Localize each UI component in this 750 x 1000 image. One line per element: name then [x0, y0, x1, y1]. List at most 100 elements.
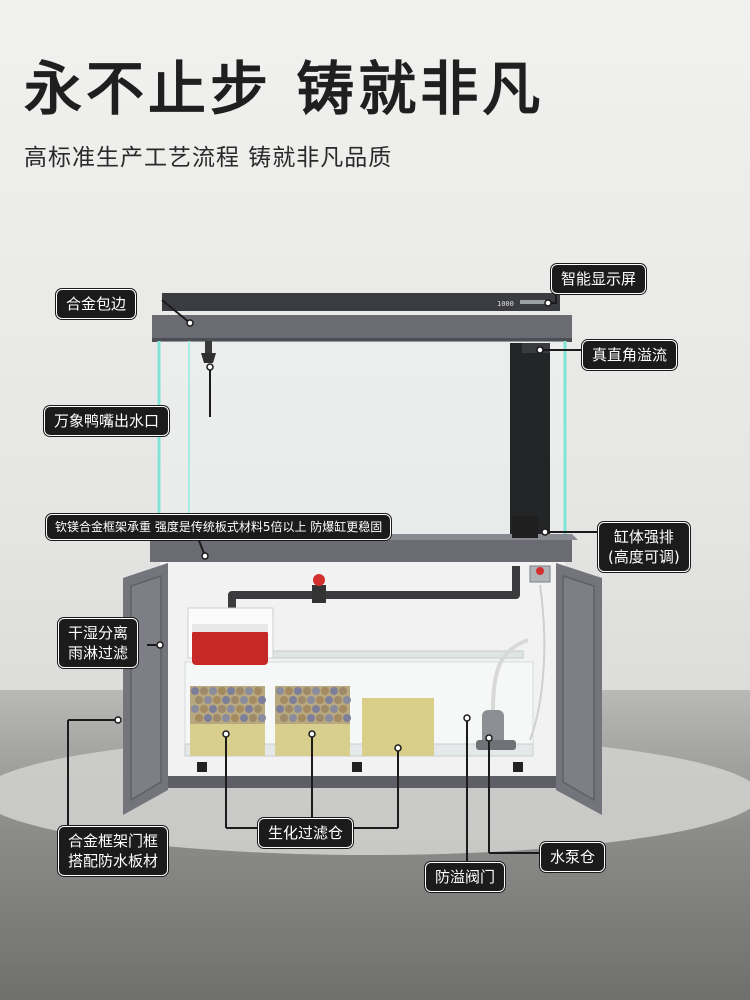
sump-lower-plate	[184, 743, 534, 757]
bio-ball	[231, 714, 239, 722]
bio-ball	[285, 705, 293, 713]
bio-ball	[343, 714, 351, 722]
bio-ball	[204, 714, 212, 722]
bio-ball	[330, 705, 338, 713]
duck-outlet-nozzle	[201, 353, 216, 363]
bio-ball	[276, 687, 284, 695]
bio-ball	[325, 714, 333, 722]
bio-ball	[191, 705, 199, 713]
bio-ball	[200, 705, 208, 713]
bio-ball	[339, 687, 347, 695]
tank-lid-shadow	[152, 338, 572, 342]
drain-outlet-box	[512, 516, 538, 538]
dry-wet-filter-cap	[192, 624, 268, 632]
bio-ball	[307, 714, 315, 722]
bio-ball	[218, 687, 226, 695]
bio-ball	[307, 696, 315, 704]
bio-ball	[330, 687, 338, 695]
foot-left	[197, 762, 207, 772]
display-readout: 1000	[497, 300, 514, 308]
bio-ball	[240, 714, 248, 722]
bio-ball	[240, 696, 248, 704]
bio-ball	[236, 705, 244, 713]
label-forced-drain-line2: (高度可调)	[608, 548, 680, 566]
overflow-column	[510, 343, 550, 535]
foot-mid-left	[352, 762, 362, 772]
bio-ball	[204, 696, 212, 704]
label-smart-display: 智能显示屏	[551, 264, 647, 294]
label-overflow: 真直角溢流	[582, 340, 678, 370]
subline: 高标准生产工艺流程 铸就非凡品质	[24, 145, 393, 171]
label-dry-wet-line1: 干湿分离	[68, 624, 129, 642]
bio-ball	[276, 705, 284, 713]
label-door-frame-line1: 合金框架门框	[68, 832, 159, 850]
bio-ball	[280, 714, 288, 722]
bio-ball	[321, 705, 329, 713]
bio-ball	[303, 687, 311, 695]
pipe-valve-handle	[313, 574, 325, 586]
bio-ball	[339, 705, 347, 713]
bio-ball	[289, 714, 297, 722]
drain-valve-knob	[536, 567, 544, 575]
label-frame-note: 钦镁合金框架承重 强度是传统板式材料5倍以上 防爆缸更稳固	[46, 514, 392, 540]
return-pipe	[228, 566, 520, 610]
leader-dots	[114, 299, 552, 752]
label-pump: 水泵仓	[540, 842, 606, 872]
label-bio-filter: 生化过滤仓	[258, 818, 354, 848]
bio-ball	[249, 696, 257, 704]
display-indicator	[520, 300, 550, 304]
bio-ball	[280, 696, 288, 704]
label-alloy-edge: 合金包边	[56, 289, 137, 319]
bio-ball	[231, 696, 239, 704]
bio-ball	[218, 705, 226, 713]
label-door-frame-line2: 搭配防水板材	[68, 852, 159, 870]
label-valve: 防溢阀门	[425, 862, 506, 892]
bio-ball	[334, 696, 342, 704]
bio-ball	[325, 696, 333, 704]
bio-ball	[209, 705, 217, 713]
label-duck-outlet: 万象鸭嘴出水口	[44, 406, 170, 436]
bio-ball	[200, 687, 208, 695]
cabinet-door-right-panel	[562, 574, 595, 802]
bio-ball	[227, 705, 235, 713]
bio-ball	[245, 705, 253, 713]
label-door-frame: 合金框架门框 搭配防水板材	[58, 826, 169, 876]
bio-ball	[195, 714, 203, 722]
label-forced-drain: 缸体强排 (高度可调)	[598, 522, 690, 572]
cable	[529, 584, 546, 741]
bio-ball	[321, 687, 329, 695]
bio-ball	[303, 705, 311, 713]
headline: 永不止步 铸就非凡	[24, 55, 545, 123]
label-dry-wet-line2: 雨淋过滤	[68, 644, 129, 662]
bio-ball	[258, 714, 266, 722]
label-dry-wet-filter: 干湿分离 雨淋过滤	[58, 618, 139, 668]
bio-ball	[316, 696, 324, 704]
foot-right	[513, 762, 523, 772]
bio-ball	[298, 714, 306, 722]
bio-ball	[213, 714, 221, 722]
pump-base	[476, 740, 516, 750]
bio-ball	[289, 696, 297, 704]
bio-ball	[227, 687, 235, 695]
cabinet-bottom	[148, 776, 576, 788]
bio-ball	[312, 705, 320, 713]
bio-ball	[222, 696, 230, 704]
duck-outlet-pipe	[205, 341, 212, 353]
bio-ball	[334, 714, 342, 722]
tank-lid-frame	[152, 315, 572, 341]
pump-hose	[491, 638, 529, 711]
bio-ball	[312, 687, 320, 695]
bio-ball	[195, 696, 203, 704]
dry-wet-filter-media	[192, 630, 268, 665]
bio-ball	[254, 705, 262, 713]
bio-ball	[209, 687, 217, 695]
bio-ball-pattern	[191, 687, 351, 722]
bio-ball	[343, 696, 351, 704]
pipe-valve-body	[312, 585, 326, 603]
bio-ball	[213, 696, 221, 704]
bio-ball	[191, 687, 199, 695]
bio-ball	[254, 687, 262, 695]
bio-ball	[258, 696, 266, 704]
